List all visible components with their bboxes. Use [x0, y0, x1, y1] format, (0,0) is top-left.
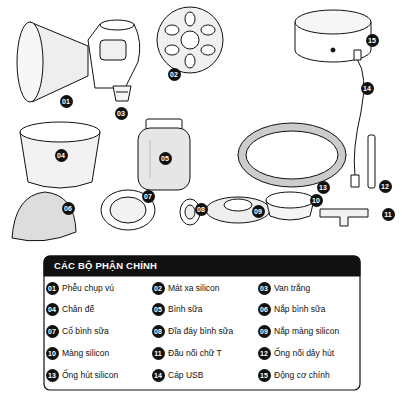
- callout-number: 11: [382, 208, 395, 221]
- part-number: 01: [46, 282, 59, 295]
- part-number: 15: [258, 369, 271, 382]
- callout-number: 13: [317, 181, 330, 194]
- part-number: 08: [152, 325, 165, 338]
- part-name: Mát xa silicon: [168, 282, 220, 294]
- table-heading: CÁC BỘ PHẬN CHÍNH: [54, 259, 157, 273]
- callout-number: 03: [115, 107, 128, 120]
- callout-number: 15: [366, 34, 379, 47]
- part-name: Van trắng: [274, 282, 310, 294]
- part-name: Chân đế: [62, 303, 94, 315]
- part-name: Động cơ chính: [274, 369, 330, 381]
- part-number: 10: [46, 347, 59, 360]
- callout-number: 08: [195, 203, 208, 216]
- part-number: 07: [46, 325, 59, 338]
- part-number: 09: [258, 325, 271, 338]
- part-number: 11: [152, 347, 165, 360]
- callout-number: 04: [55, 149, 68, 162]
- part-number: 04: [46, 303, 59, 316]
- part-number: 13: [46, 369, 59, 382]
- part-name: Nắp màng silicon: [274, 325, 339, 337]
- part-name: Đĩa đáy bình sữa: [168, 325, 233, 337]
- part-name: Phễu chụp vú: [62, 282, 114, 294]
- callout-number: 12: [379, 180, 392, 193]
- part-name: Màng silicon: [62, 347, 109, 359]
- callout-number: 10: [310, 194, 323, 207]
- part-number: 05: [152, 303, 165, 316]
- part-number: 12: [258, 347, 271, 360]
- part-name: Nắp bình sữa: [274, 303, 326, 315]
- part-number: 06: [258, 303, 271, 316]
- callout-number: 02: [168, 68, 181, 81]
- callout-number: 05: [159, 152, 172, 165]
- callout-number: 01: [60, 95, 73, 108]
- callout-number: 07: [142, 190, 155, 203]
- part-name: Ống nối dây hút: [274, 347, 334, 359]
- part-name: Cáp USB: [168, 369, 203, 381]
- callout-number: 06: [62, 202, 75, 215]
- part-number: 02: [152, 282, 165, 295]
- part-name: Ống hút silicon: [62, 369, 118, 381]
- part-name: Cổ bình sữa: [62, 325, 109, 337]
- callout-number: 14: [361, 82, 374, 95]
- part-name: Bình sữa: [168, 303, 203, 315]
- part-number: 03: [258, 282, 271, 295]
- part-number: 14: [152, 369, 165, 382]
- part-name: Đầu nối chữ T: [168, 347, 222, 359]
- callout-number: 09: [252, 205, 265, 218]
